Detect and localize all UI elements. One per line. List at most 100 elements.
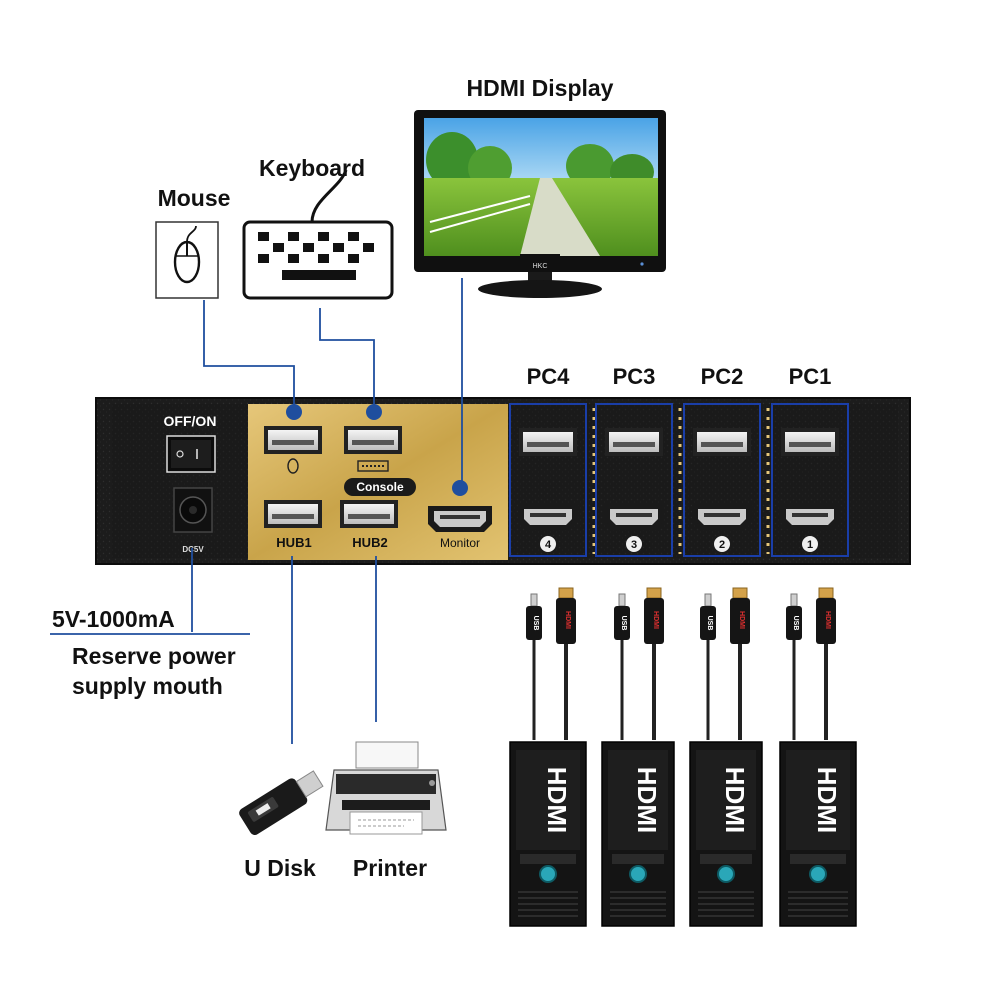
mouse xyxy=(155,221,219,299)
mouse-label: Mouse xyxy=(158,185,231,211)
console-mouse-usb-port[interactable] xyxy=(264,426,322,454)
pc-hdmi-port[interactable] xyxy=(518,504,578,530)
pc-number-badge xyxy=(714,536,730,552)
pc-label: PC1 xyxy=(789,364,832,389)
hdmi-plug-icon xyxy=(556,598,576,644)
pc-number-badge xyxy=(802,536,818,552)
dc-power-jack: DC5V xyxy=(173,487,213,554)
pc-port-frame xyxy=(683,403,761,557)
pc-number-label: 3 xyxy=(631,539,637,551)
pc-port-group-4: 4 xyxy=(509,403,587,557)
kvm-switch-panel: OFF/ON DC5V xyxy=(95,397,911,565)
printer xyxy=(325,741,447,835)
power-button-icon xyxy=(539,865,557,883)
power-spec-label: 5V-1000mA xyxy=(52,606,175,632)
keyboard-label: Keyboard xyxy=(259,155,365,181)
pc-towers: HDMI HDMI HDMI HDMI xyxy=(509,741,857,927)
monitor-brand: HKC xyxy=(533,263,548,270)
pc-port-group-2: 2 xyxy=(683,403,761,557)
pc-cable-pair: USB HDMI xyxy=(614,587,664,740)
hub2-usb-port[interactable] xyxy=(340,500,398,528)
keyboard-connector-dot xyxy=(366,404,382,420)
monitor-connector-dot xyxy=(452,480,468,496)
hub1-label: HUB1 xyxy=(276,535,311,550)
usb-plug-label: USB xyxy=(620,616,627,631)
pc-usb-port[interactable] xyxy=(605,428,663,456)
monitor-hdmi-port[interactable] xyxy=(428,506,492,532)
off-on-label: OFF/ON xyxy=(164,413,217,429)
pc-label: PC2 xyxy=(701,364,744,389)
pc-usb-port[interactable] xyxy=(693,428,751,456)
pc-number-label: 1 xyxy=(807,539,813,551)
usb-plug-icon xyxy=(526,606,542,640)
u-disk-label: U Disk xyxy=(244,855,316,881)
keyboard-connector-line xyxy=(319,308,375,410)
pc-usb-port[interactable] xyxy=(519,428,577,456)
pc-tower: HDMI xyxy=(779,741,857,927)
mouse-connector-line xyxy=(203,300,295,410)
usb-plug-label: USB xyxy=(532,616,539,631)
pc-port-group-1: 1 xyxy=(771,403,849,557)
console-label: Console xyxy=(356,480,404,494)
power-button-icon xyxy=(809,865,827,883)
pc-port-frame xyxy=(771,403,849,557)
console-keyboard-usb-port[interactable] xyxy=(344,426,402,454)
pc-hdmi-port[interactable] xyxy=(692,504,752,530)
dc-label: DC5V xyxy=(182,545,204,554)
printer-label: Printer xyxy=(353,855,427,881)
hdmi-plug-label: HDMI xyxy=(564,611,571,629)
pc-tower-label: HDMI xyxy=(542,767,572,833)
pc-tower: HDMI xyxy=(689,741,763,927)
hdmi-plug-icon xyxy=(730,598,750,644)
hdmi-display-label: HDMI Display xyxy=(467,75,614,101)
pc-usb-port[interactable] xyxy=(781,428,839,456)
pc-port-frame xyxy=(509,403,587,557)
pc-number-label: 2 xyxy=(719,539,725,551)
hdmi-plug-icon xyxy=(644,598,664,644)
u-disk xyxy=(239,770,324,835)
pc-port-frame xyxy=(595,403,673,557)
monitor-led-icon xyxy=(640,262,644,266)
pc-cable-pair: USB HDMI xyxy=(526,587,576,740)
pc-tower: HDMI xyxy=(509,741,587,927)
hub2-label: HUB2 xyxy=(352,535,387,550)
pc-tower: HDMI xyxy=(601,741,675,927)
usb-plug-icon xyxy=(614,606,630,640)
hdmi-plug-label: HDMI xyxy=(824,611,831,629)
power-button-icon xyxy=(629,865,647,883)
power-switch: OFF/ON xyxy=(164,413,217,473)
monitor-port-label: Monitor xyxy=(440,536,480,550)
usb-plug-icon xyxy=(700,606,716,640)
usb-plug-label: USB xyxy=(706,616,713,631)
pc-port-group-3: 3 xyxy=(595,403,673,557)
pc-number-badge xyxy=(540,536,556,552)
connector-dots xyxy=(286,404,468,496)
keyboard-small-icon xyxy=(357,460,389,472)
hdmi-plug-label: HDMI xyxy=(652,611,659,629)
usb-plug-icon xyxy=(786,606,802,640)
hdmi-display: HKC xyxy=(414,110,666,298)
pc-tower-label: HDMI xyxy=(720,767,750,833)
pc-port-groups: 4 3 2 1 xyxy=(509,403,849,557)
pc-number-badge xyxy=(626,536,642,552)
mouse-small-icon xyxy=(287,458,299,474)
pc-tower-label: HDMI xyxy=(632,767,662,833)
pc-hdmi-port[interactable] xyxy=(780,504,840,530)
power-button-icon xyxy=(717,865,735,883)
pc-label: PC4 xyxy=(527,364,571,389)
console-badge: Console xyxy=(344,478,416,496)
pc-number-label: 4 xyxy=(545,539,552,551)
reserve-power-label-line1: Reserve power xyxy=(72,643,236,669)
pc-hdmi-port[interactable] xyxy=(604,504,664,530)
reserve-power-label-line2: supply mouth xyxy=(72,673,223,699)
hub1-usb-port[interactable] xyxy=(264,500,322,528)
pc-tower-label: HDMI xyxy=(812,767,842,833)
mouse-connector-dot xyxy=(286,404,302,420)
pc-label: PC3 xyxy=(613,364,656,389)
connector-lines xyxy=(50,278,463,744)
hdmi-plug-icon xyxy=(816,598,836,644)
